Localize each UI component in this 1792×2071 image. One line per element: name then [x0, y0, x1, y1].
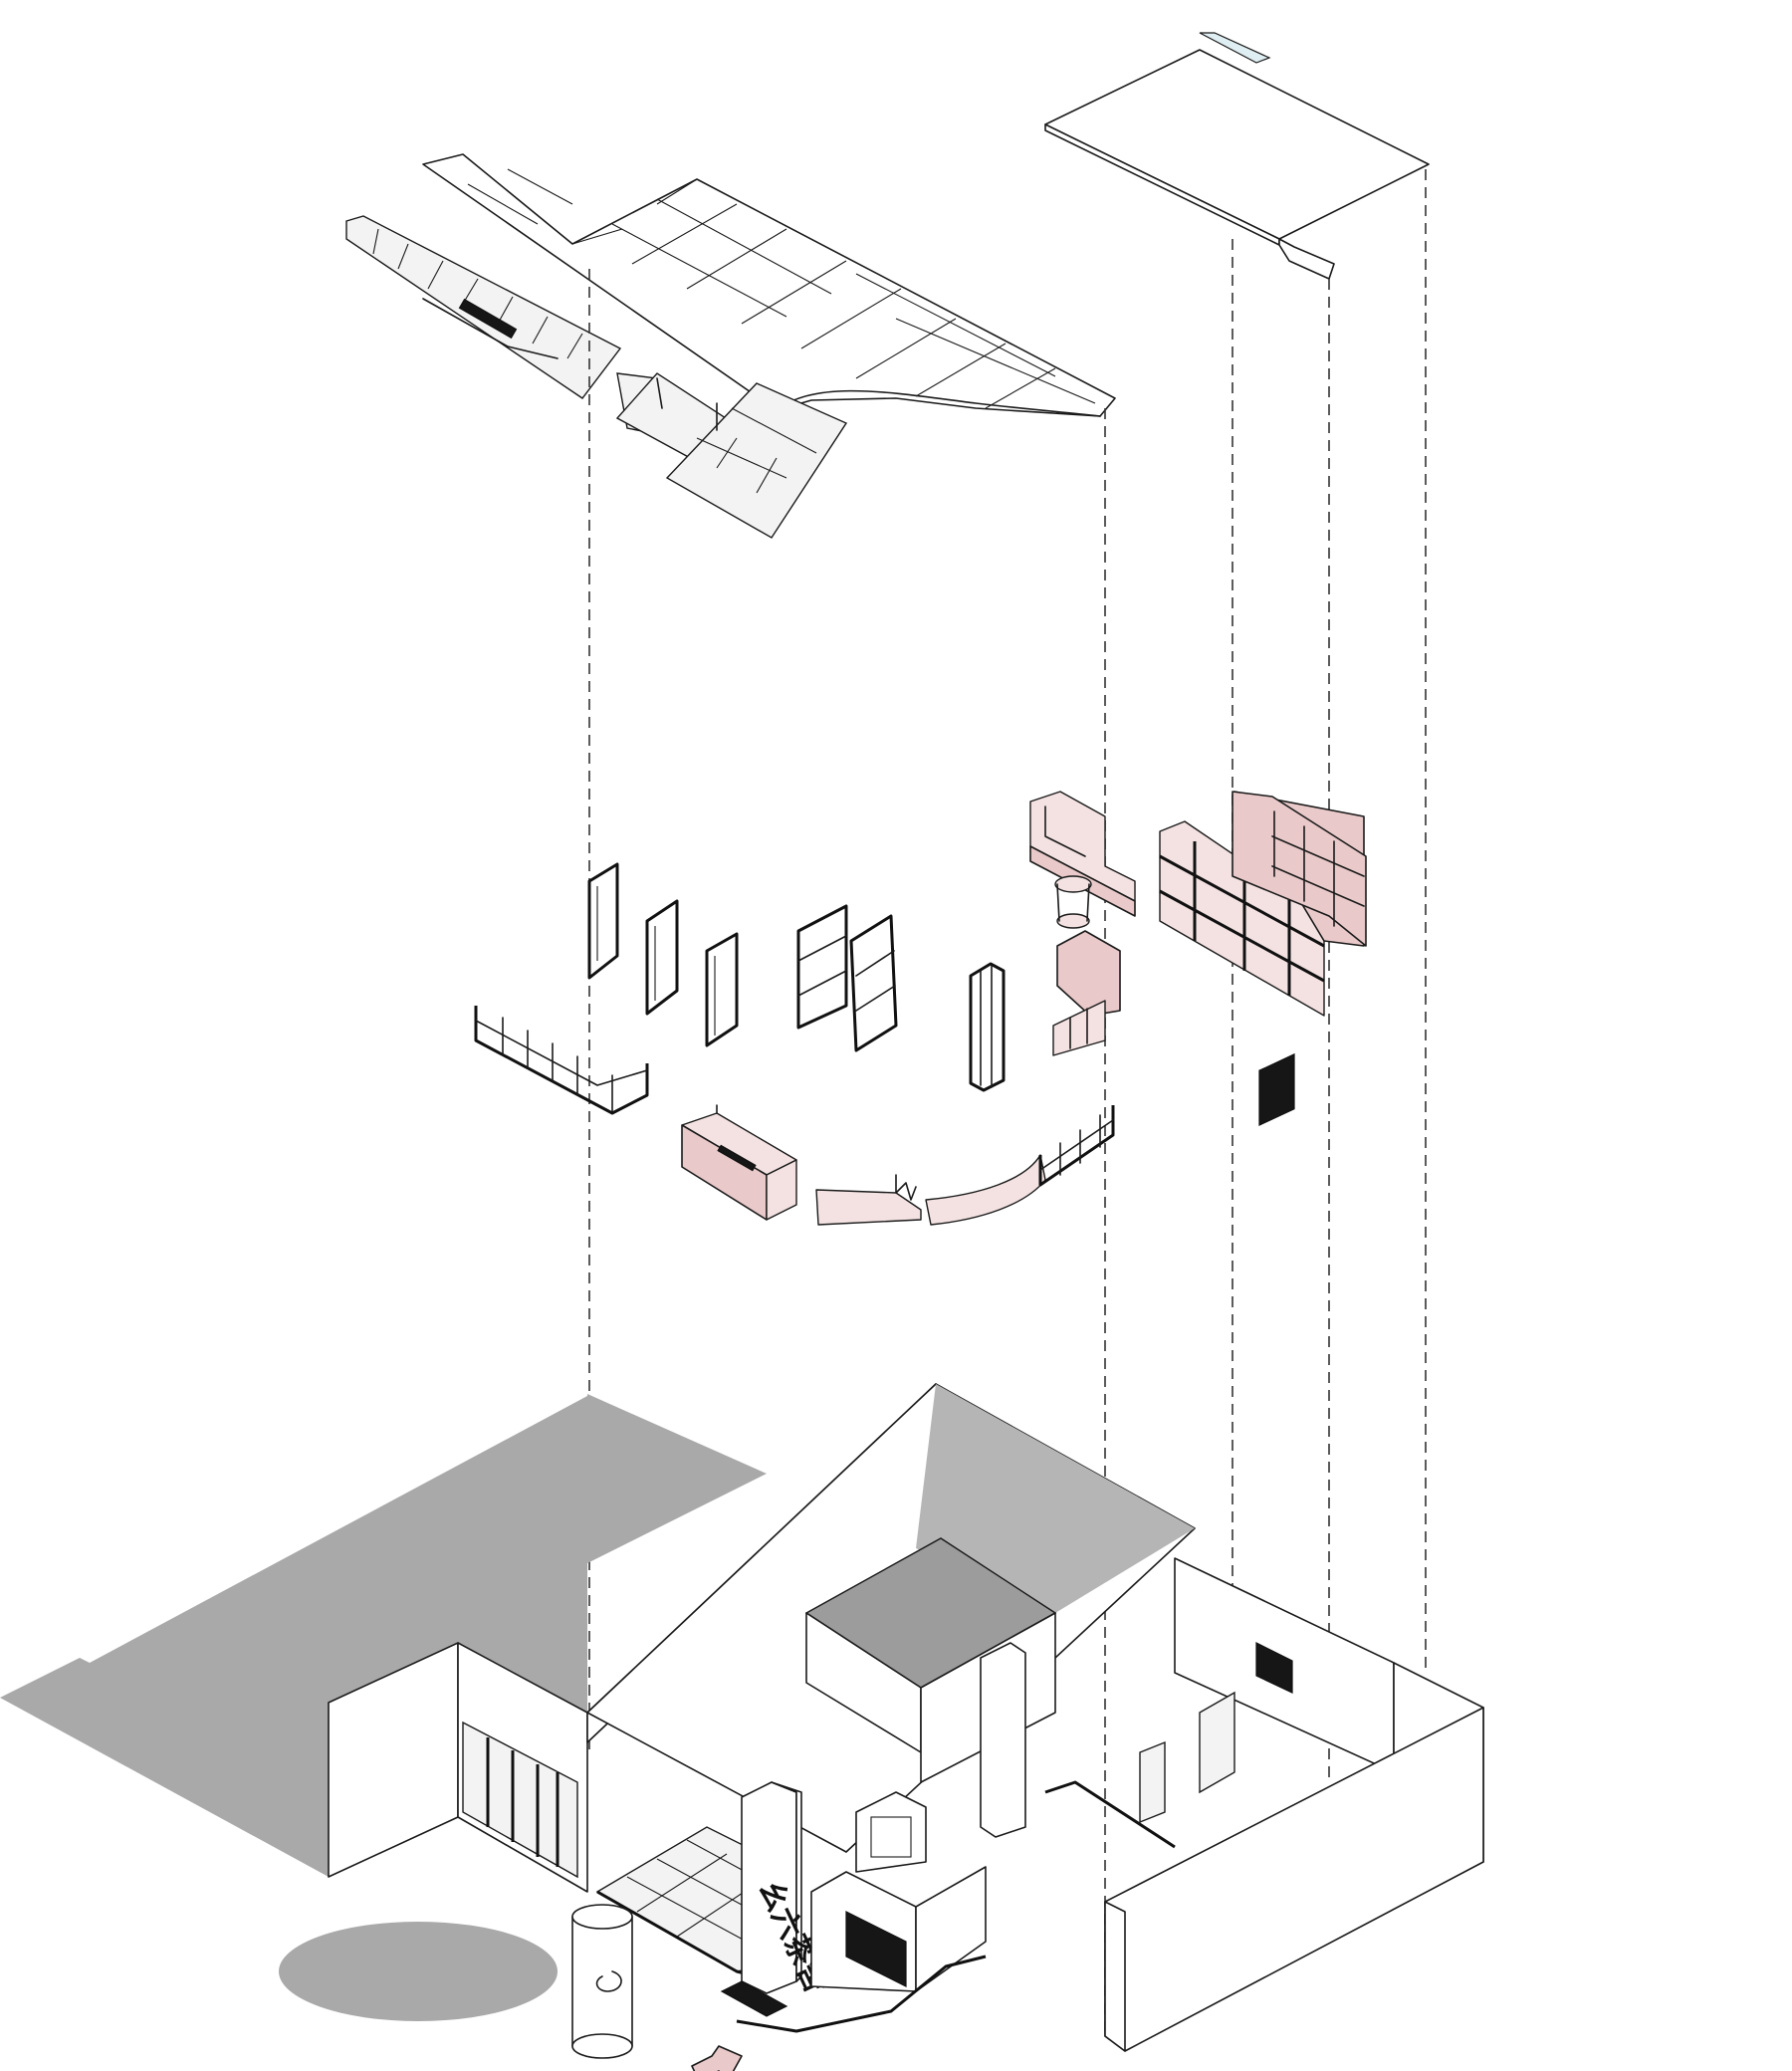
- right-wall-side: [1104, 1901, 1126, 2052]
- reception-counter: [681, 1104, 797, 1221]
- shadow-tank: [279, 1922, 558, 2021]
- shadow-top: [587, 1394, 767, 1563]
- entrance-counter: [810, 1791, 987, 1992]
- right-doors: [1044, 1052, 1295, 1849]
- door-3: [705, 932, 739, 1047]
- room-layer: 幺六茶舍: [0, 1052, 1484, 2071]
- entrance-path: [691, 1955, 987, 2071]
- curved-wall-piece: [925, 1154, 1046, 1226]
- shadow-back-wall: [916, 1384, 1195, 1613]
- bench-platform: [815, 1174, 922, 1226]
- ceiling-panel-middle: [615, 372, 848, 539]
- railing-right: [1038, 1105, 1115, 1187]
- column: [969, 962, 1006, 1092]
- ceiling-grid-main: [422, 153, 1116, 417]
- wall-panel-right: [1232, 791, 1367, 947]
- tea-bar: [1029, 791, 1136, 929]
- display-frame: [796, 904, 898, 1052]
- entrance-arrow-icon: [691, 2045, 743, 2071]
- right-wing-column: [980, 1642, 1026, 1838]
- door-2: [645, 899, 679, 1016]
- water-tank: [571, 1904, 633, 2059]
- ceiling-layer: [345, 32, 1430, 539]
- furniture-layer: [474, 791, 1367, 1226]
- door-1: [587, 862, 619, 980]
- partition-screens: [1052, 930, 1121, 1056]
- ceiling-slab-right: [1044, 32, 1430, 280]
- glass-doors-left: [462, 1721, 578, 1879]
- railing-left: [474, 1006, 649, 1115]
